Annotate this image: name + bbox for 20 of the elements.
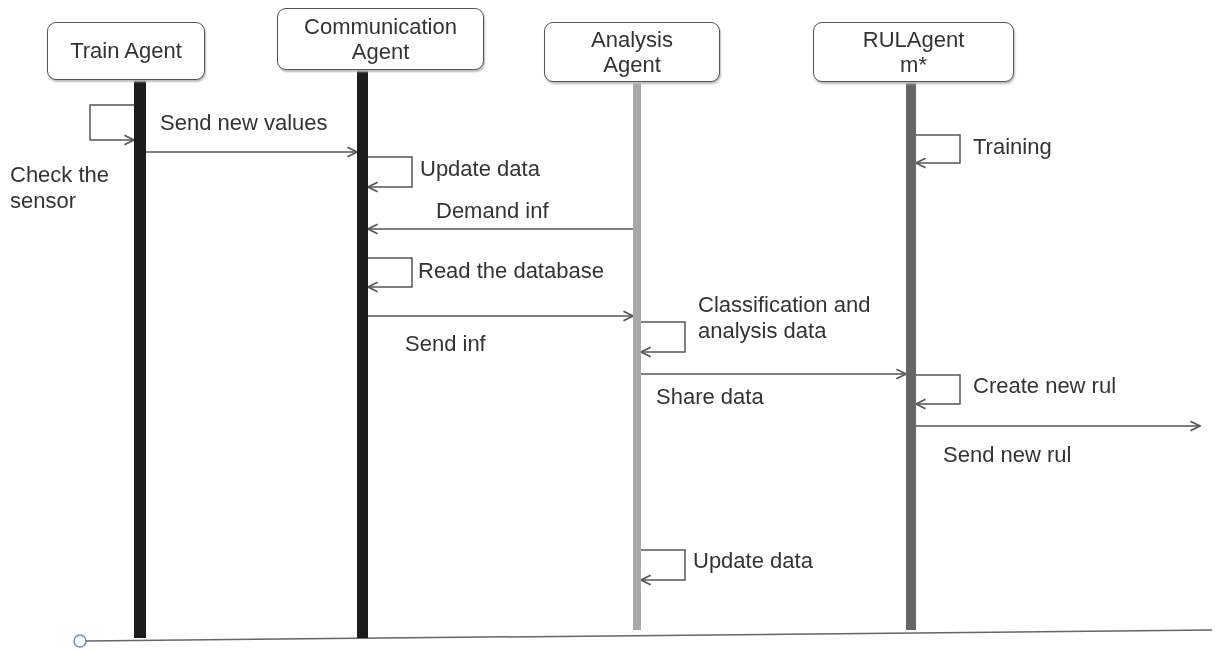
lifeline-bar (906, 82, 916, 630)
agent-box: Train Agent (47, 22, 205, 80)
self-message-arrow (367, 257, 413, 293)
self-message-arrow (640, 321, 686, 358)
agent-box: Analysis Agent (544, 22, 720, 82)
message-arrow (367, 310, 634, 322)
self-message-arrow (640, 549, 686, 586)
lifeline-bar (134, 80, 146, 638)
self-message-arrow (915, 134, 961, 169)
message-arrow (367, 223, 634, 235)
self-message-arrow (367, 156, 413, 193)
message-arrow (640, 368, 907, 380)
self-message-arrow (915, 374, 961, 410)
self-message-arrow (89, 104, 135, 146)
message-arrow (145, 146, 358, 158)
agent-box: RULAgent m* (813, 22, 1014, 82)
lifeline-bar (633, 82, 641, 630)
lifeline-bar (357, 70, 368, 638)
message-arrow (915, 420, 1201, 432)
agent-box: Communication Agent (277, 8, 484, 70)
